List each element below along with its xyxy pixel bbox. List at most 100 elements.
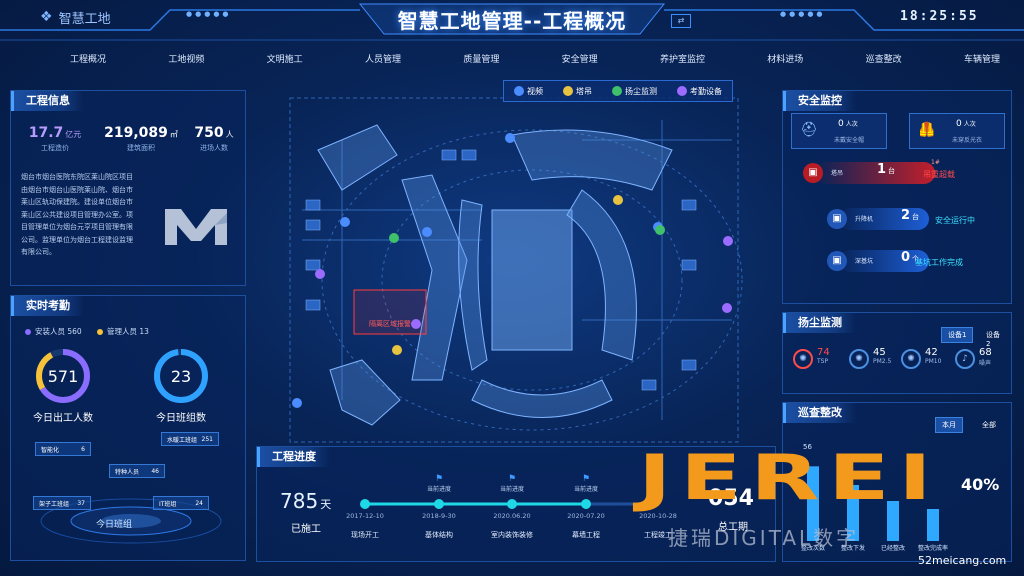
nav-item[interactable]: 材料进场: [767, 55, 804, 65]
nav-item[interactable]: 养护室监控: [659, 55, 705, 65]
watermark-site: 52meicang.com: [918, 554, 1007, 567]
helmet-icon: ⛑: [800, 122, 818, 138]
team-platform: [40, 498, 222, 544]
nav-item[interactable]: 安全管理: [561, 55, 598, 65]
progress-timeline: [360, 499, 650, 509]
panel-title: 工程进度: [257, 447, 330, 467]
legend-item[interactable]: 考勤设备: [677, 86, 722, 97]
milestone-flag: ⚑当前进度: [561, 474, 611, 493]
nav-item[interactable]: 人员管理: [364, 55, 401, 65]
inspection-panel: 巡查整改 本月 全部 56 整改次数整改下发已经整改整改完成率 40%: [782, 402, 1012, 562]
progress-panel: 工程进度: [256, 446, 776, 562]
legend-installers: 安装人员 560: [25, 326, 82, 337]
panel-title: 安全监控: [783, 91, 856, 111]
dust-sensor-icon: ✺: [849, 349, 869, 369]
panel-title: 巡查整改: [783, 403, 856, 423]
header-dots-right: ●●●●●: [780, 10, 826, 18]
inspection-top-value: 56: [803, 443, 812, 451]
nav-item[interactable]: 工地视频: [168, 55, 205, 65]
dust-monitor-marker-icon: [655, 225, 665, 235]
milestone-name: 现场开工: [351, 531, 379, 539]
legend-marker-icon: [514, 86, 524, 96]
progress-built-label: 已施工: [291, 524, 321, 535]
legend-item[interactable]: 视频: [514, 86, 543, 97]
legend-label: 塔吊: [576, 86, 592, 96]
tab-device-1[interactable]: 设备1: [941, 327, 974, 343]
tab-all[interactable]: 全部: [982, 421, 996, 429]
inspection-bar-label: 整改完成率: [918, 544, 948, 552]
watermark-subtitle: 捷瑞DIGITAL数字: [668, 526, 860, 550]
nav-item[interactable]: 质量管理: [463, 55, 500, 65]
nav-item[interactable]: 工程概况: [70, 55, 107, 65]
nav-item[interactable]: 巡查整改: [865, 55, 902, 65]
map-markers[interactable]: [292, 133, 733, 408]
tower-crane-marker-icon: [392, 345, 402, 355]
nav-item[interactable]: 文明施工: [266, 55, 303, 65]
tab-device-2[interactable]: 设备2: [986, 331, 1000, 348]
clock: 18:25:55: [900, 9, 979, 24]
attendance-panel: 实时考勤 安装人员 560 管理人员 13 571 23 今日出工人数 今日班组…: [10, 295, 246, 561]
legend-marker-icon: [612, 86, 622, 96]
ring-label-teams: 今日班组数: [156, 413, 206, 424]
attendance-device-marker-icon: [411, 319, 421, 329]
inspection-bar: [927, 509, 939, 541]
attendance-device-marker-icon: [723, 236, 733, 246]
milestone-dot: [360, 499, 370, 509]
milestone-dot: [507, 499, 517, 509]
video-marker-icon: [340, 217, 350, 227]
panel-title: 实时考勤: [11, 296, 84, 316]
header-frame: [0, 3, 1024, 41]
legend-item[interactable]: 塔吊: [563, 86, 592, 97]
legend-marker-icon: [677, 86, 687, 96]
header-dots-left: ●●●●●: [186, 10, 232, 18]
tab-this-month[interactable]: 本月: [935, 417, 963, 433]
legend-label: 考勤设备: [690, 86, 722, 96]
milestone-dot: [581, 499, 591, 509]
flag-icon: ⚑: [581, 474, 591, 484]
site-map[interactable]: 隔离区域报警: [282, 80, 748, 452]
logo: ❖ 智慧工地: [40, 6, 160, 28]
logo-text: 智慧工地: [58, 11, 111, 27]
inspection-bar: [807, 466, 819, 541]
inspection-bar-label: 整改次数: [801, 544, 825, 552]
milestone-name: 工程竣工: [644, 531, 672, 539]
total-duration: 054: [708, 486, 754, 511]
map-legend: 视频 塔吊 扬尘监测 考勤设备: [503, 80, 733, 102]
legend-dot-icon: [25, 328, 31, 335]
watermark-brand: JEREI: [638, 441, 941, 514]
legend-managers: 管理人员 13: [97, 326, 149, 337]
milestone-date: 2018-9-30: [422, 512, 456, 520]
panel-title: 工程信息: [11, 91, 84, 111]
dust-sensor-icon: ✺: [793, 349, 813, 369]
milestone-date: 2020-10-28: [639, 512, 677, 520]
inspection-bars: 整改次数整改下发已经整改整改完成率: [801, 466, 948, 552]
ring-value: 571: [48, 367, 79, 386]
milestone-name: 幕墙工程: [572, 531, 600, 539]
milestone-name: 室内装饰装修: [491, 531, 533, 539]
menu-toggle-icon[interactable]: ⇄: [671, 14, 691, 28]
company-logo-icon: [165, 209, 227, 245]
flag-icon: ⚑: [434, 474, 444, 484]
inspection-bar: [847, 485, 859, 541]
nav-item[interactable]: 车辆管理: [963, 55, 1000, 65]
total-duration-label: 总工期: [718, 522, 748, 533]
legend-item[interactable]: 扬尘监测: [612, 86, 657, 97]
